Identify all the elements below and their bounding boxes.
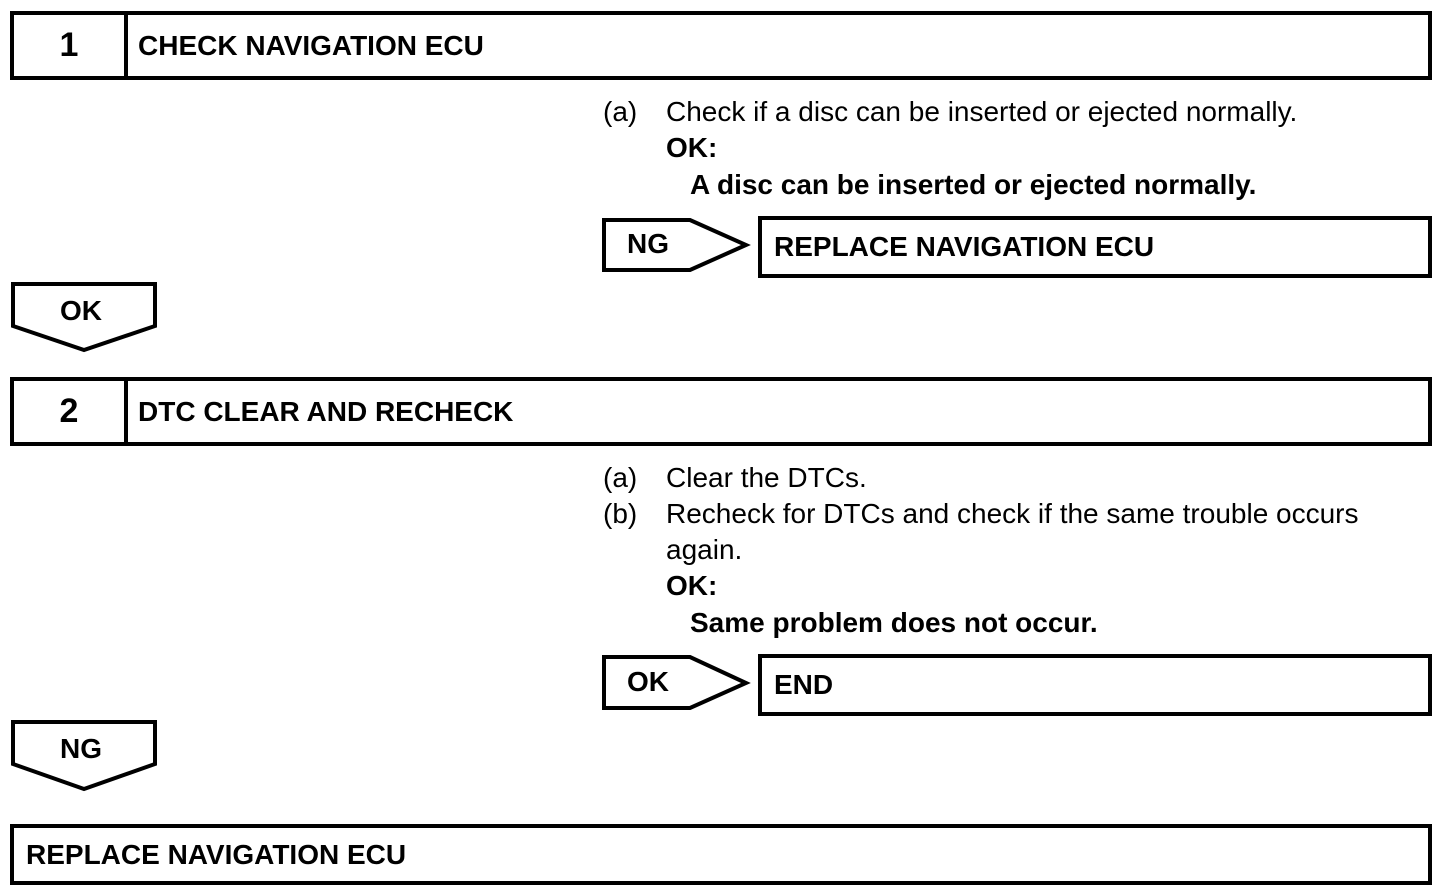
ok-arrow-down — [11, 282, 157, 353]
ng-arrow-right — [602, 218, 751, 272]
step-1-title: CHECK NAVIGATION ECU — [138, 29, 484, 61]
final-result-box: REPLACE NAVIGATION ECU — [10, 824, 1432, 885]
step-1-down-label: OK — [60, 295, 102, 326]
step-1-instruction-a-text: Check if a disc can be inserted or eject… — [666, 96, 1298, 127]
step-2-title: DTC CLEAR AND RECHECK — [138, 395, 514, 427]
step-2-number: 2 — [14, 381, 128, 442]
step-1-ok-label: OK: — [666, 132, 718, 163]
step-2-branch-result: END — [758, 654, 1432, 716]
ng-arrow-down — [11, 720, 157, 792]
step-2-instruction-a-marker: (a) — [603, 462, 638, 493]
step-1-branch-result: REPLACE NAVIGATION ECU — [758, 216, 1432, 278]
step-1-branch-label: NG — [627, 228, 669, 259]
step-1-number: 1 — [14, 15, 128, 76]
step-2-instruction-b-text: Recheck for DTCs and check if the same t… — [666, 498, 1359, 529]
ok-arrow-right — [602, 655, 751, 710]
step-2-instruction-b-marker: (b) — [603, 498, 638, 529]
step-2-instruction-a-text: Clear the DTCs. — [666, 462, 867, 493]
step-2-box: 2 DTC CLEAR AND RECHECK — [10, 377, 1432, 446]
step-2-ok-label: OK: — [666, 570, 718, 601]
step-2-ok-criteria: Same problem does not occur. — [690, 607, 1098, 638]
step-2-instruction-b-text-cont: again. — [666, 534, 743, 565]
step-2-down-label: NG — [60, 733, 102, 764]
step-2-branch-label: OK — [627, 666, 669, 697]
step-1-box: 1 CHECK NAVIGATION ECU — [10, 11, 1432, 80]
step-1-ok-criteria: A disc can be inserted or ejected normal… — [690, 169, 1257, 200]
step-1-instruction-a-marker: (a) — [603, 96, 638, 127]
